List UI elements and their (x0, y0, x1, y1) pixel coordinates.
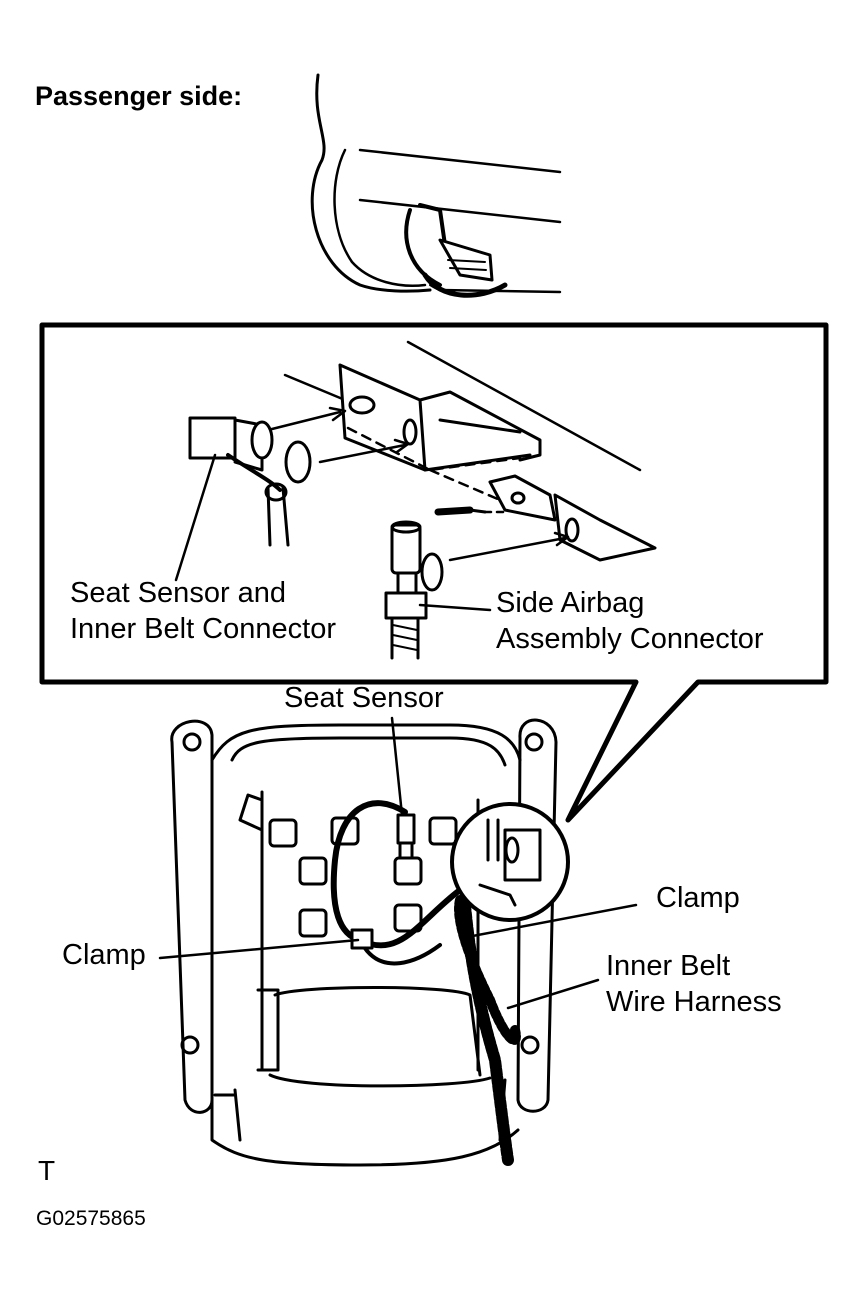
leader-clamp-right (460, 903, 638, 940)
leader-clamp-left (158, 938, 360, 960)
label-line: Wire Harness (606, 986, 782, 1019)
bracket-drawing (266, 340, 657, 562)
leader-inner-belt-wire-harness (506, 978, 600, 1010)
label-clamp-left: Clamp (62, 939, 146, 971)
label-line: Assembly Connector (496, 623, 764, 656)
label-line: Side Airbag (496, 587, 645, 619)
figure-id: G02575865 (36, 1207, 146, 1230)
diagram-title: Passenger side: (35, 81, 243, 111)
label-line: Seat Sensor and (70, 577, 287, 609)
footer-marker: T (38, 1155, 56, 1186)
leader-side-airbag-assembly-connector (418, 603, 492, 612)
leader-seat-sensor-inner-belt-connector (174, 453, 217, 582)
top-seat-edge-view (310, 73, 562, 298)
label-clamp-right: Clamp (656, 882, 740, 914)
label-side-airbag-assembly-connector: Side Airbag Assembly Connector (496, 585, 764, 658)
label-seat-sensor-inner-belt-connector: Seat Sensor and Inner Belt Connector (70, 575, 336, 648)
airbag-connector-drawing (384, 520, 444, 660)
label-line: Inner Belt (606, 950, 731, 982)
label-inner-belt-wire-harness: Inner Belt Wire Harness (606, 948, 782, 1021)
wire-harness-drawing (330, 800, 570, 1166)
leader-seat-sensor (390, 716, 404, 817)
seat-sensor-connector-drawing (188, 416, 312, 547)
label-seat-sensor: Seat Sensor (284, 682, 444, 714)
label-line: Inner Belt Connector (70, 613, 336, 646)
